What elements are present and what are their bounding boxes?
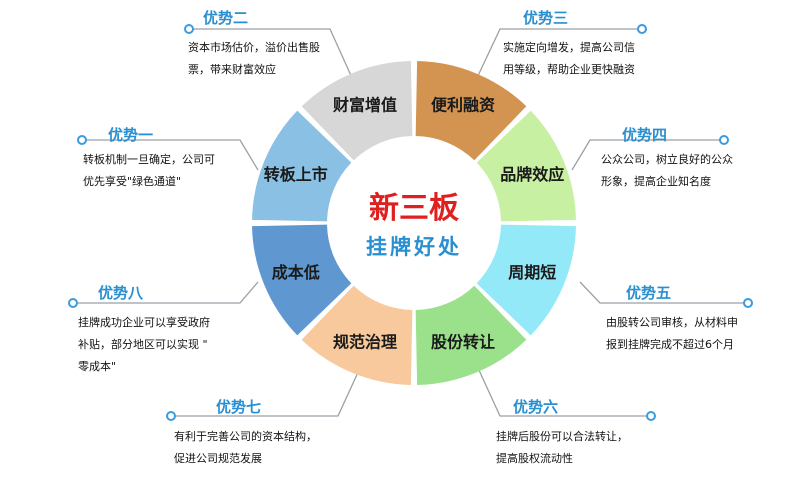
connector-dot-five [743, 298, 753, 308]
advantage-eight-line-2: 补贴，部分地区可以实现 " [78, 338, 208, 351]
connector-dot-one [77, 135, 87, 145]
advantage-three-line-1: 实施定向增发，提高公司信 [503, 41, 635, 54]
connector-line-one [82, 139, 259, 171]
connector-dot-six [646, 411, 656, 421]
connector-line-eight [73, 281, 259, 304]
advantage-five-line-2: 报到挂牌完成不超过6个月 [606, 338, 734, 351]
connector-line-three [475, 28, 642, 81]
advantage-six-line-2: 提高股权流动性 [496, 452, 573, 465]
wheel-segment-label-7: 转板上市 [264, 165, 328, 184]
connector-line-five [579, 281, 748, 304]
connector-dot-four [719, 135, 729, 145]
wheel-segment-label-4: 股份转让 [431, 332, 495, 351]
wheel-sectors [252, 61, 576, 385]
advantage-six-line-1: 挂牌后股份可以合法转让， [496, 430, 628, 443]
advantage-four-title: 优势四 [622, 126, 668, 144]
advantage-seven-title: 优势七 [216, 398, 262, 416]
wheel-sector-5 [301, 285, 413, 385]
advantage-five-title: 优势五 [626, 284, 672, 302]
connector-line-seven [171, 367, 361, 417]
connector-line-two [189, 28, 354, 81]
center-title: 新三板 [369, 191, 459, 226]
wheel-sector-6 [252, 224, 352, 336]
wheel-sector-1 [415, 61, 527, 161]
wheel-segment-label-1: 便利融资 [431, 96, 495, 115]
advantage-eight-line-3: 零成本" [78, 360, 117, 373]
wheel-sector-3 [476, 224, 576, 336]
wheel-sector-2 [476, 110, 576, 222]
advantage-eight-title: 优势八 [98, 284, 144, 302]
wheel-segment-label-6: 成本低 [272, 263, 320, 282]
wheel-sector-7 [252, 110, 352, 222]
advantage-five-line-1: 由股转公司审核，从材料申 [606, 316, 738, 329]
connector-dot-eight [68, 298, 78, 308]
advantage-six-title: 优势六 [513, 398, 559, 416]
advantage-eight-line-1: 挂牌成功企业可以享受政府 [78, 316, 210, 329]
advantage-four-line-2: 形象，提高企业知名度 [601, 175, 711, 188]
connector-line-four [571, 139, 724, 171]
wheel-segment-label-3: 周期短 [508, 263, 556, 282]
center-circle [328, 137, 500, 309]
wheel-sector-8 [301, 61, 413, 161]
connector-dot-two [184, 24, 194, 34]
advantage-one-title: 优势一 [108, 126, 154, 144]
wheel-segment-label-5: 规范治理 [333, 332, 397, 351]
advantage-one-line-1: 转板机制一旦确定，公司可 [83, 153, 215, 166]
wheel-segment-label-8: 财富增值 [332, 96, 397, 115]
wheel-sector-4 [415, 285, 527, 385]
advantage-two-line-2: 票，带来财富效应 [188, 63, 276, 76]
connector-dot-three [637, 24, 647, 34]
connector-line-six [477, 367, 651, 417]
advantage-three-line-2: 用等级，帮助企业更快融资 [503, 63, 635, 76]
connector-lines [73, 28, 748, 417]
advantage-two-line-1: 资本市场估价，溢价出售股 [188, 41, 320, 54]
advantage-two-title: 优势二 [203, 9, 249, 27]
advantage-seven-line-2: 促进公司规范发展 [174, 452, 262, 465]
advantage-one-line-2: 优先享受"绿色通道" [83, 175, 182, 188]
advantage-three-title: 优势三 [523, 9, 569, 27]
center-subtitle: 挂牌好处 [366, 235, 462, 259]
connector-dot-seven [166, 411, 176, 421]
connector-dots [68, 24, 753, 421]
wheel-segment-label-2: 品牌效应 [500, 165, 564, 184]
advantage-four-line-1: 公众公司，树立良好的公众 [601, 153, 733, 166]
advantage-seven-line-1: 有利于完善公司的资本结构， [174, 430, 317, 443]
